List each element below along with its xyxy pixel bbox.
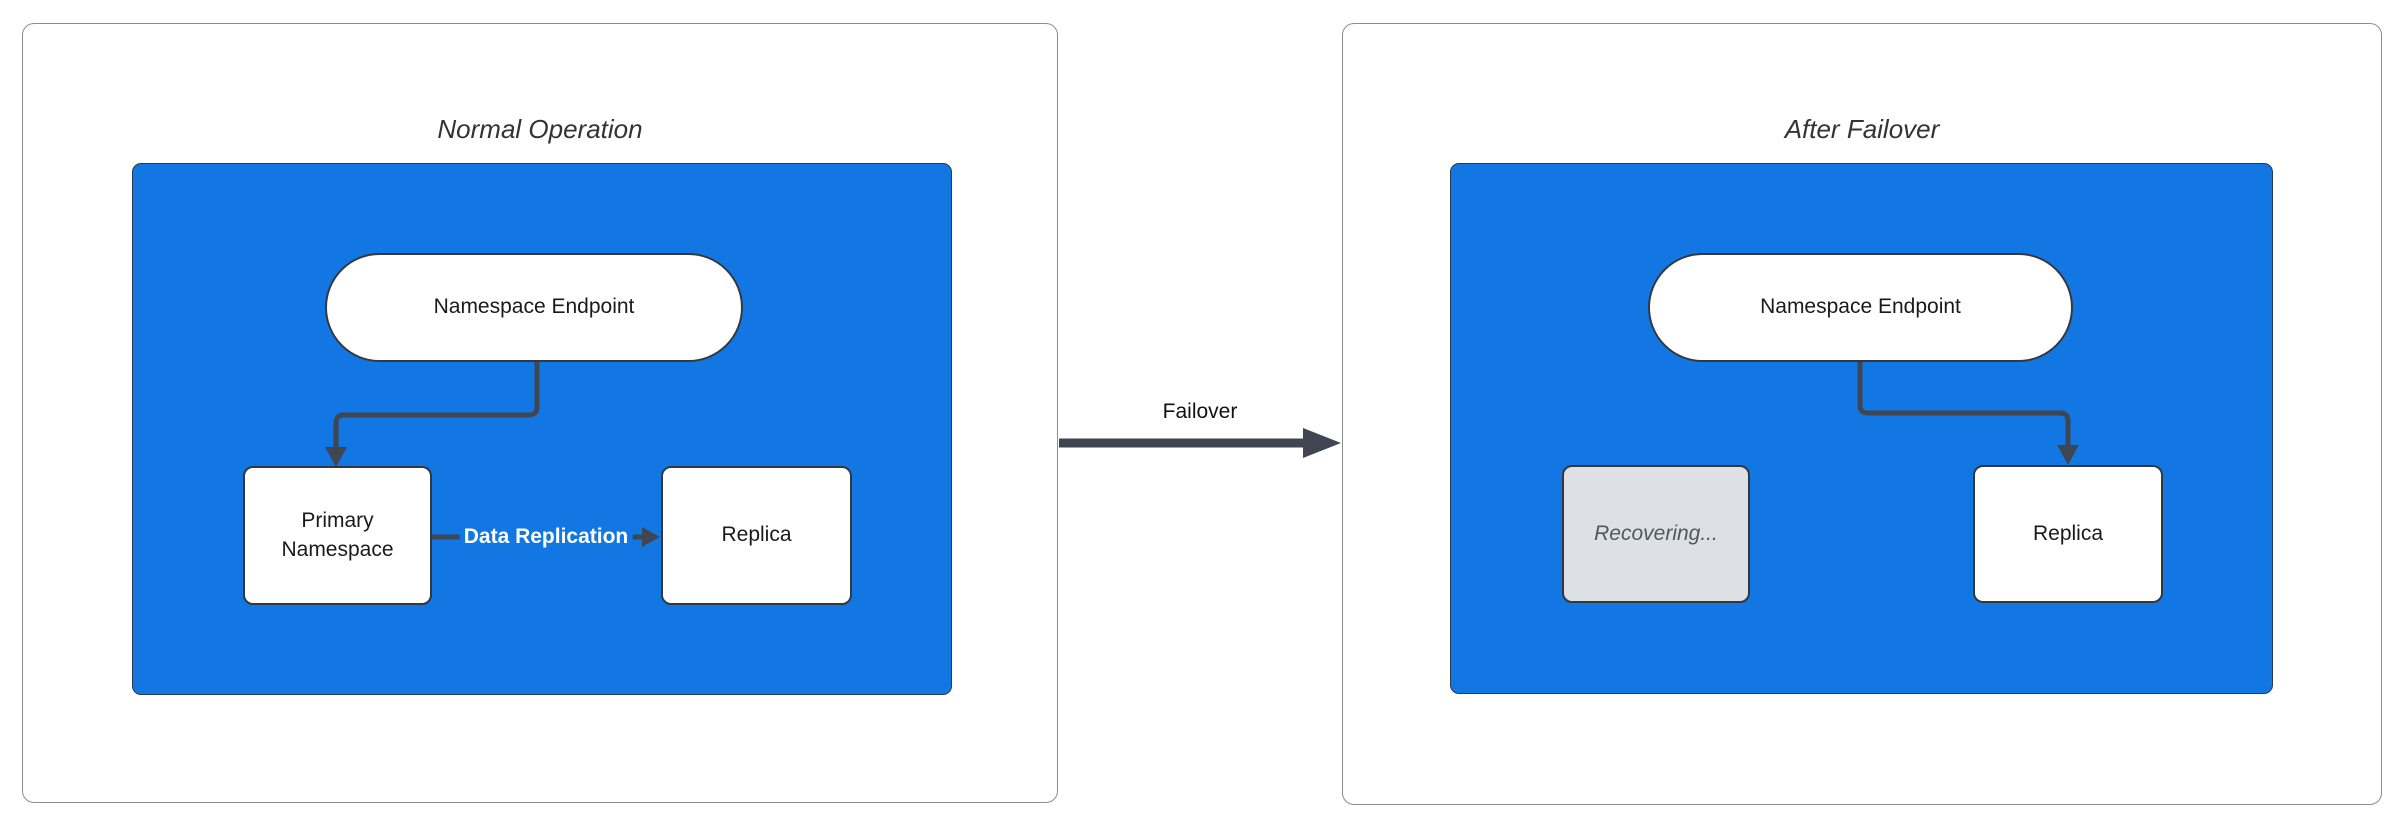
failover-arrow bbox=[1059, 428, 1341, 458]
node-recovering-namespace: Recovering... bbox=[1562, 465, 1750, 603]
failover-arrow-label: Failover bbox=[1162, 400, 1238, 423]
node-namespace-endpoint-after: Namespace Endpoint bbox=[1648, 253, 2073, 362]
panel-title-normal-operation: Normal Operation bbox=[437, 114, 643, 144]
node-primary-namespace: Primary Namespace bbox=[243, 466, 432, 605]
panel-title-after-failover: After Failover bbox=[1784, 114, 1940, 144]
after-failover-cluster bbox=[1450, 163, 2273, 694]
normal-operation-cluster bbox=[132, 163, 952, 695]
node-namespace-endpoint-normal: Namespace Endpoint bbox=[325, 253, 743, 362]
node-replica-after: Replica bbox=[1973, 465, 2163, 603]
node-replica-normal: Replica bbox=[661, 466, 852, 605]
edge-label-data-replication: Data Replication bbox=[459, 523, 633, 551]
